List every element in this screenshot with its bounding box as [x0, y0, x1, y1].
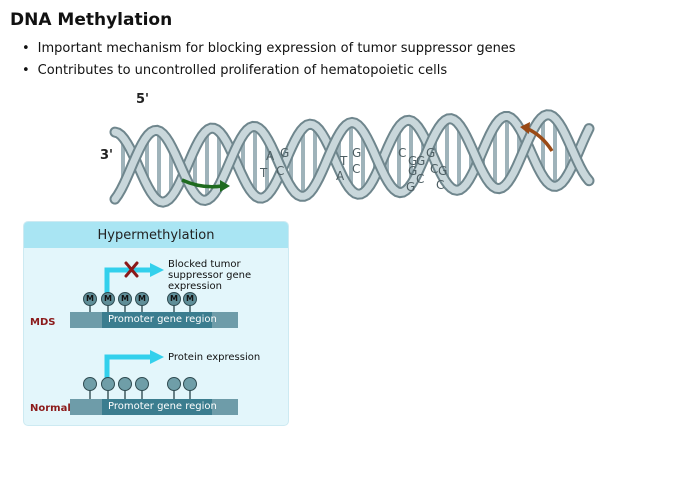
base-letter: C	[430, 162, 438, 176]
base-letter: G	[280, 146, 289, 160]
strand-a	[111, 111, 593, 204]
blocked-x-icon	[124, 261, 139, 278]
unmethylated-group	[83, 377, 97, 391]
mds-methyl-groups	[83, 292, 197, 312]
unmethylated-group	[167, 377, 181, 391]
normal-expression-arrow	[104, 354, 152, 382]
methyl-mark: M	[170, 294, 178, 303]
base-letter: C	[398, 146, 406, 160]
mds-arrowhead	[150, 263, 164, 277]
base-letter: G	[406, 180, 415, 194]
mds-region-label: Promoter gene region	[108, 314, 217, 325]
methyl-mark: M	[186, 294, 194, 303]
unmethylated-group	[135, 377, 149, 391]
base-letter: G	[416, 154, 425, 168]
reverse-arrowhead	[520, 122, 530, 134]
base-letter: G	[352, 146, 361, 160]
base-letter: A	[266, 149, 275, 163]
base-letter: G	[438, 164, 447, 178]
page-title: DNA Methylation	[10, 10, 173, 30]
three-prime-label: 3'	[100, 148, 114, 163]
methyl-mark: M	[138, 294, 146, 303]
unmethylated-group	[183, 377, 197, 391]
panel-heading: Hypermethylation	[24, 222, 288, 248]
base-letter: G	[408, 164, 417, 178]
forward-arrowhead	[220, 180, 230, 192]
panel-diagram	[70, 261, 238, 415]
five-prime-label: 5'	[136, 92, 150, 107]
strand-b	[111, 113, 593, 206]
mds-label: MDS	[30, 317, 56, 328]
normal-region-label: Promoter gene region	[108, 401, 217, 412]
methyl-mark: M	[121, 294, 129, 303]
methyl-group	[118, 292, 132, 306]
mds-promoter-region	[102, 312, 212, 328]
bullet-item: Important mechanism for blocking express…	[22, 38, 516, 60]
unmethylated-group	[101, 377, 115, 391]
bullet-item: Contributes to uncontrolled proliferatio…	[22, 60, 516, 82]
mds-expression-label: Blocked tumor suppressor gene expression	[168, 259, 252, 292]
base-letter: C	[352, 162, 360, 176]
bullet-list: Important mechanism for blocking express…	[22, 38, 516, 82]
normal-unmethylated-groups	[83, 377, 197, 399]
base-letter: G	[408, 154, 417, 168]
methyl-group	[101, 292, 115, 306]
base-letter: T	[339, 154, 348, 168]
base-letter: C	[436, 178, 444, 192]
normal-label: Normal	[30, 403, 71, 414]
normal-promoter-region	[102, 399, 212, 415]
methyl-group	[167, 292, 181, 306]
base-letter: T	[259, 166, 268, 180]
base-letter: A	[336, 169, 345, 183]
base-letter: G	[426, 146, 435, 160]
methyl-mark: M	[104, 294, 112, 303]
forward-direction-arrow	[181, 178, 223, 189]
unmethylated-group	[118, 377, 132, 391]
methyl-group	[183, 292, 197, 306]
normal-expression-label: Protein expression	[168, 352, 261, 363]
normal-arrowhead	[150, 350, 164, 364]
methyl-group	[135, 292, 149, 306]
methyl-mark: M	[86, 294, 94, 303]
backbone-strands	[109, 109, 595, 208]
base-letter: C	[276, 164, 284, 178]
mds-expression-arrow	[104, 267, 152, 296]
methyl-group	[83, 292, 97, 306]
base-letter: C	[416, 172, 424, 186]
hypermethylation-panel: Hypermethylation MDS Promoter gene regio…	[23, 221, 289, 426]
